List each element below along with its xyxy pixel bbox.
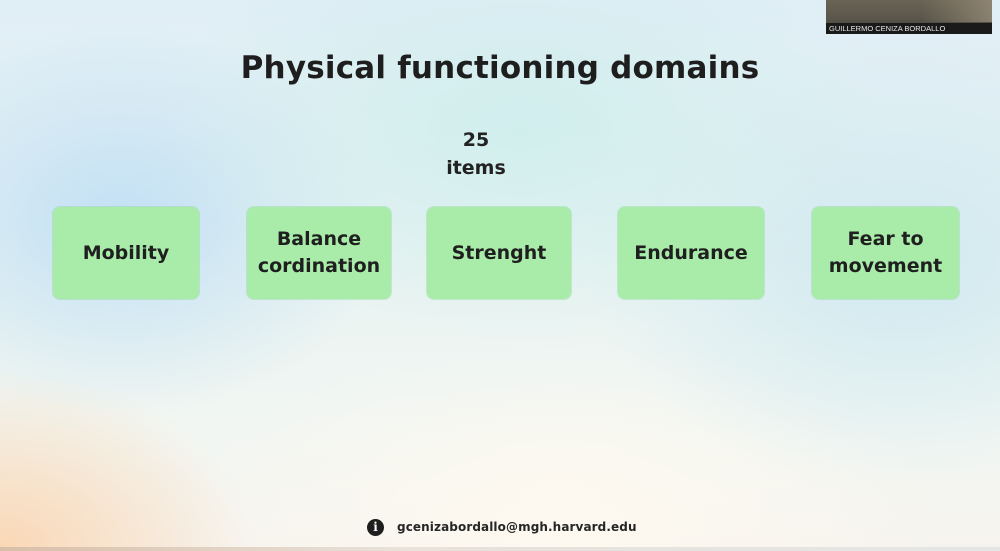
bottom-edge xyxy=(0,547,1000,551)
domain-label: Balance cordination xyxy=(257,228,381,277)
contact-email: gcenizabordallo@mgh.harvard.edu xyxy=(397,520,637,534)
domain-box-strenght: Strenght xyxy=(427,207,571,299)
domain-box-mobility: Mobility xyxy=(53,207,199,299)
participant-name: GUILLERMO CENIZA BORDALLO xyxy=(826,23,992,34)
webcam-background xyxy=(922,0,992,22)
slide-title: Physical functioning domains xyxy=(240,50,760,86)
item-count-number: 25 xyxy=(462,129,490,151)
domain-label: Fear to movement xyxy=(828,228,943,277)
domain-box-fear-to-movement: Fear to movement xyxy=(812,207,959,299)
item-count: 25 items xyxy=(0,126,952,182)
domain-box-endurance: Endurance xyxy=(618,207,764,299)
domain-label: Strenght xyxy=(451,241,547,264)
item-count-label: items xyxy=(446,157,506,179)
domain-label: Mobility xyxy=(82,241,170,264)
domain-box-balance-cordination: Balance cordination xyxy=(247,207,391,299)
info-icon: i xyxy=(367,518,384,536)
domain-label: Endurance xyxy=(634,241,748,264)
footer-contact: i gcenizabordallo@mgh.harvard.edu xyxy=(367,516,637,538)
webcam-thumbnail[interactable]: GUILLERMO CENIZA BORDALLO xyxy=(826,0,992,34)
